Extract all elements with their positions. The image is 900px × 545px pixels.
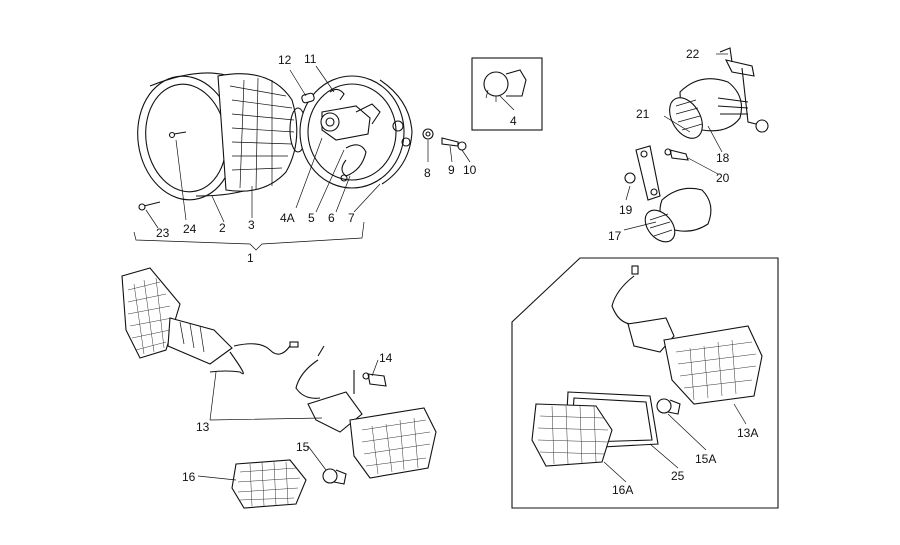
left-turn-signal (121, 267, 299, 375)
callout-4a: 4A (280, 211, 295, 225)
horn-bolt (664, 148, 689, 161)
horn-bracket-lower (635, 145, 661, 201)
group-bracket (133, 221, 365, 251)
callout-6: 6 (328, 211, 335, 225)
leader-lines (145, 53, 762, 483)
callout-7: 7 (348, 211, 355, 225)
callout-20: 20 (716, 171, 730, 185)
callout-12: 12 (278, 53, 292, 67)
callout-21: 21 (636, 107, 650, 121)
callout-10: 10 (463, 163, 477, 177)
callout-8: 8 (424, 166, 431, 180)
horn-assembly (624, 47, 769, 243)
callout-15: 15 (296, 440, 310, 454)
variant-bulb (656, 398, 681, 415)
turn-signal-assembly (121, 267, 437, 509)
callout-1: 1 (247, 251, 254, 265)
turn-signal-bolt (362, 372, 387, 387)
callout-5: 5 (308, 211, 315, 225)
callout-19: 19 (619, 203, 633, 217)
callout-3: 3 (248, 218, 255, 232)
variant-lens (531, 403, 613, 467)
right-turn-signal (295, 345, 437, 479)
callout-25: 25 (671, 469, 685, 483)
callout-4: 4 (510, 114, 517, 128)
horn-bracket-upper (719, 47, 757, 125)
callout-18: 18 (716, 151, 730, 165)
rim-screws (138, 131, 187, 211)
callout-22: 22 (686, 47, 700, 61)
headlight-bracket (340, 144, 367, 182)
horn-washer (624, 172, 636, 184)
callout-24: 24 (183, 222, 197, 236)
turn-signal-lens (231, 459, 307, 509)
variant-inset (511, 257, 779, 509)
parking-bulb (301, 92, 315, 104)
callout-23: 23 (156, 226, 170, 240)
callout-14: 14 (379, 351, 393, 365)
lower-horn (644, 187, 712, 243)
callout-17: 17 (608, 229, 622, 243)
callout-15a: 15A (695, 452, 716, 466)
horn-nut (755, 119, 769, 133)
callout-16a: 16A (612, 483, 633, 497)
turn-signal-bulb (322, 468, 347, 485)
callout-13a: 13A (737, 426, 758, 440)
variant-turn-signal (611, 265, 763, 405)
bulb-holder (320, 103, 381, 141)
callout-2: 2 (219, 221, 226, 235)
callout-labels: 1 2 3 4 4A 5 6 7 8 9 10 11 12 13 13A 14 … (156, 47, 758, 497)
headlight-assembly (133, 72, 467, 251)
headlight-lens (217, 73, 307, 192)
upper-horn (669, 78, 749, 139)
callout-9: 9 (448, 163, 455, 177)
callout-13: 13 (196, 420, 210, 434)
bulb-clip (329, 88, 345, 101)
callout-16: 16 (182, 470, 196, 484)
callout-11: 11 (304, 52, 317, 66)
bulb-inset (471, 57, 543, 131)
headlight-fasteners (422, 128, 467, 151)
